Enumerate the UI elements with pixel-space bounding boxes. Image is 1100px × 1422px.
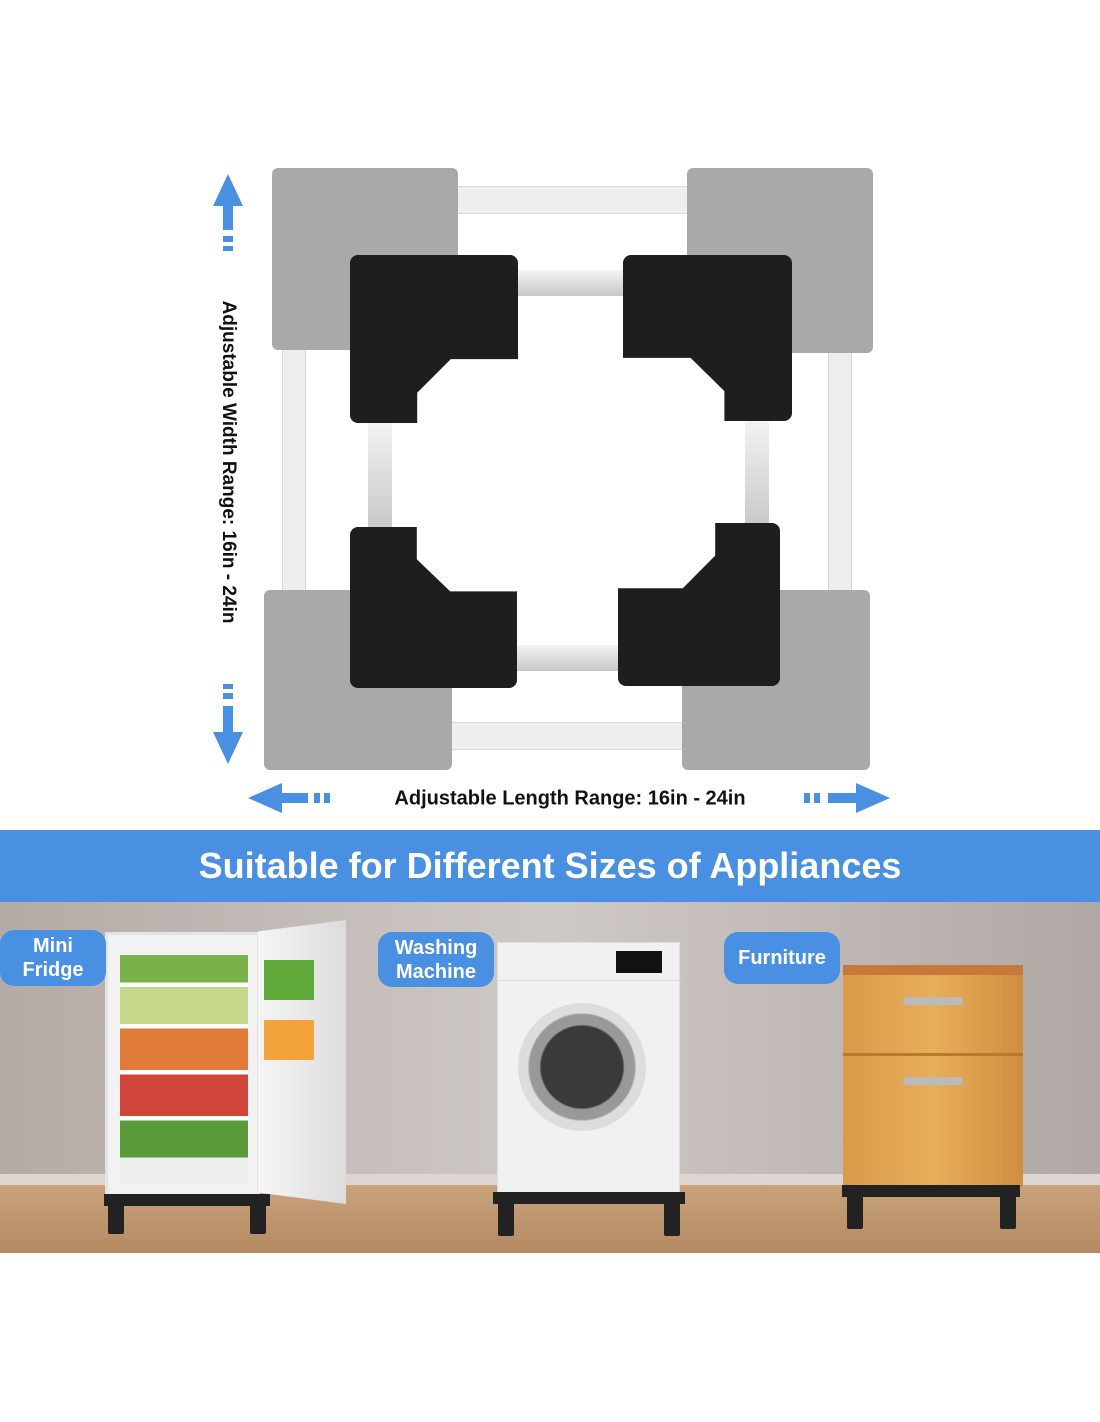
inner-rail-top — [515, 270, 625, 296]
inner-corner-tl — [350, 255, 518, 423]
appliance-photo: Mini Fridge Washing Machine Furniture — [0, 902, 1100, 1253]
length-range-label: Adjustable Length Range: 16in - 24in — [394, 787, 746, 810]
outer-rail-right — [828, 350, 852, 595]
arrow-left-icon — [248, 783, 330, 813]
label-line: Furniture — [738, 947, 826, 969]
appliances-banner: Suitable for Different Sizes of Applianc… — [0, 830, 1100, 902]
washing-machine — [497, 942, 681, 1194]
washer-stand — [493, 1192, 685, 1204]
outer-rail-top — [455, 186, 690, 214]
cabinet-stand — [842, 1185, 1020, 1197]
inner-corner-tr — [623, 255, 792, 421]
label-mini-fridge: Mini Fridge — [0, 930, 106, 986]
width-range-label: Adjustable Width Range: 16in - 24in — [218, 300, 239, 624]
arrow-up-icon — [213, 174, 243, 251]
fridge-door — [258, 920, 346, 1204]
wooden-cabinet — [843, 965, 1023, 1187]
inner-corner-br — [618, 523, 780, 686]
inner-corner-bl — [350, 527, 517, 688]
mini-fridge — [105, 932, 260, 1200]
label-line: Washing — [394, 936, 478, 959]
fridge-stand — [104, 1194, 270, 1206]
arrow-down-icon — [213, 684, 243, 764]
label-line: Mini — [33, 935, 73, 957]
inner-rail-left — [368, 420, 392, 530]
outer-rail-left — [282, 348, 306, 593]
arrow-right-icon — [804, 783, 890, 813]
banner-title: Suitable for Different Sizes of Applianc… — [198, 845, 902, 886]
label-furniture: Furniture — [724, 932, 840, 984]
outer-rail-bottom — [448, 722, 686, 750]
inner-rail-right — [745, 418, 769, 528]
label-line: Machine — [395, 960, 477, 983]
label-washing-machine: Washing Machine — [378, 932, 494, 987]
label-line: Fridge — [22, 959, 84, 981]
inner-rail-bottom — [512, 645, 622, 671]
